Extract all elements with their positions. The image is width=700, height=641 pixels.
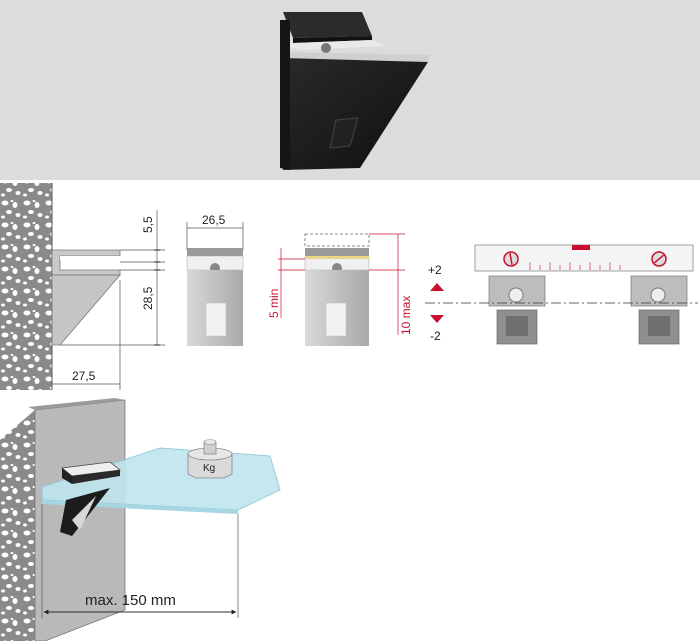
level-minus: -2 bbox=[430, 329, 441, 343]
wall-texture bbox=[0, 183, 52, 390]
dim-width: 26,5 bbox=[202, 213, 226, 227]
thickness-view: 5 min 10 max bbox=[267, 233, 413, 346]
level-plus: +2 bbox=[428, 263, 442, 277]
installation-view: Kg max. 150 mm bbox=[0, 398, 281, 641]
span-label: max. 150 mm bbox=[85, 592, 176, 609]
product-photo bbox=[280, 12, 430, 170]
dim-min-thickness: 5 min bbox=[267, 289, 281, 318]
dim-max-thickness: 10 max bbox=[399, 296, 413, 335]
side-view: 5,5 28,5 27,5 bbox=[0, 183, 165, 390]
dim-depth: 27,5 bbox=[72, 369, 96, 383]
weight-label: Kg bbox=[203, 463, 215, 474]
front-view: 26,5 bbox=[186, 213, 244, 346]
leveling-view: +2 -2 bbox=[425, 244, 698, 345]
arrow-down-icon bbox=[430, 315, 444, 323]
dim-top-gap: 5,5 bbox=[141, 216, 155, 233]
arrow-up-icon bbox=[430, 283, 444, 291]
wall-stone-texture bbox=[0, 410, 35, 641]
dim-height: 28,5 bbox=[141, 286, 155, 310]
weight-icon: Kg bbox=[187, 439, 233, 479]
